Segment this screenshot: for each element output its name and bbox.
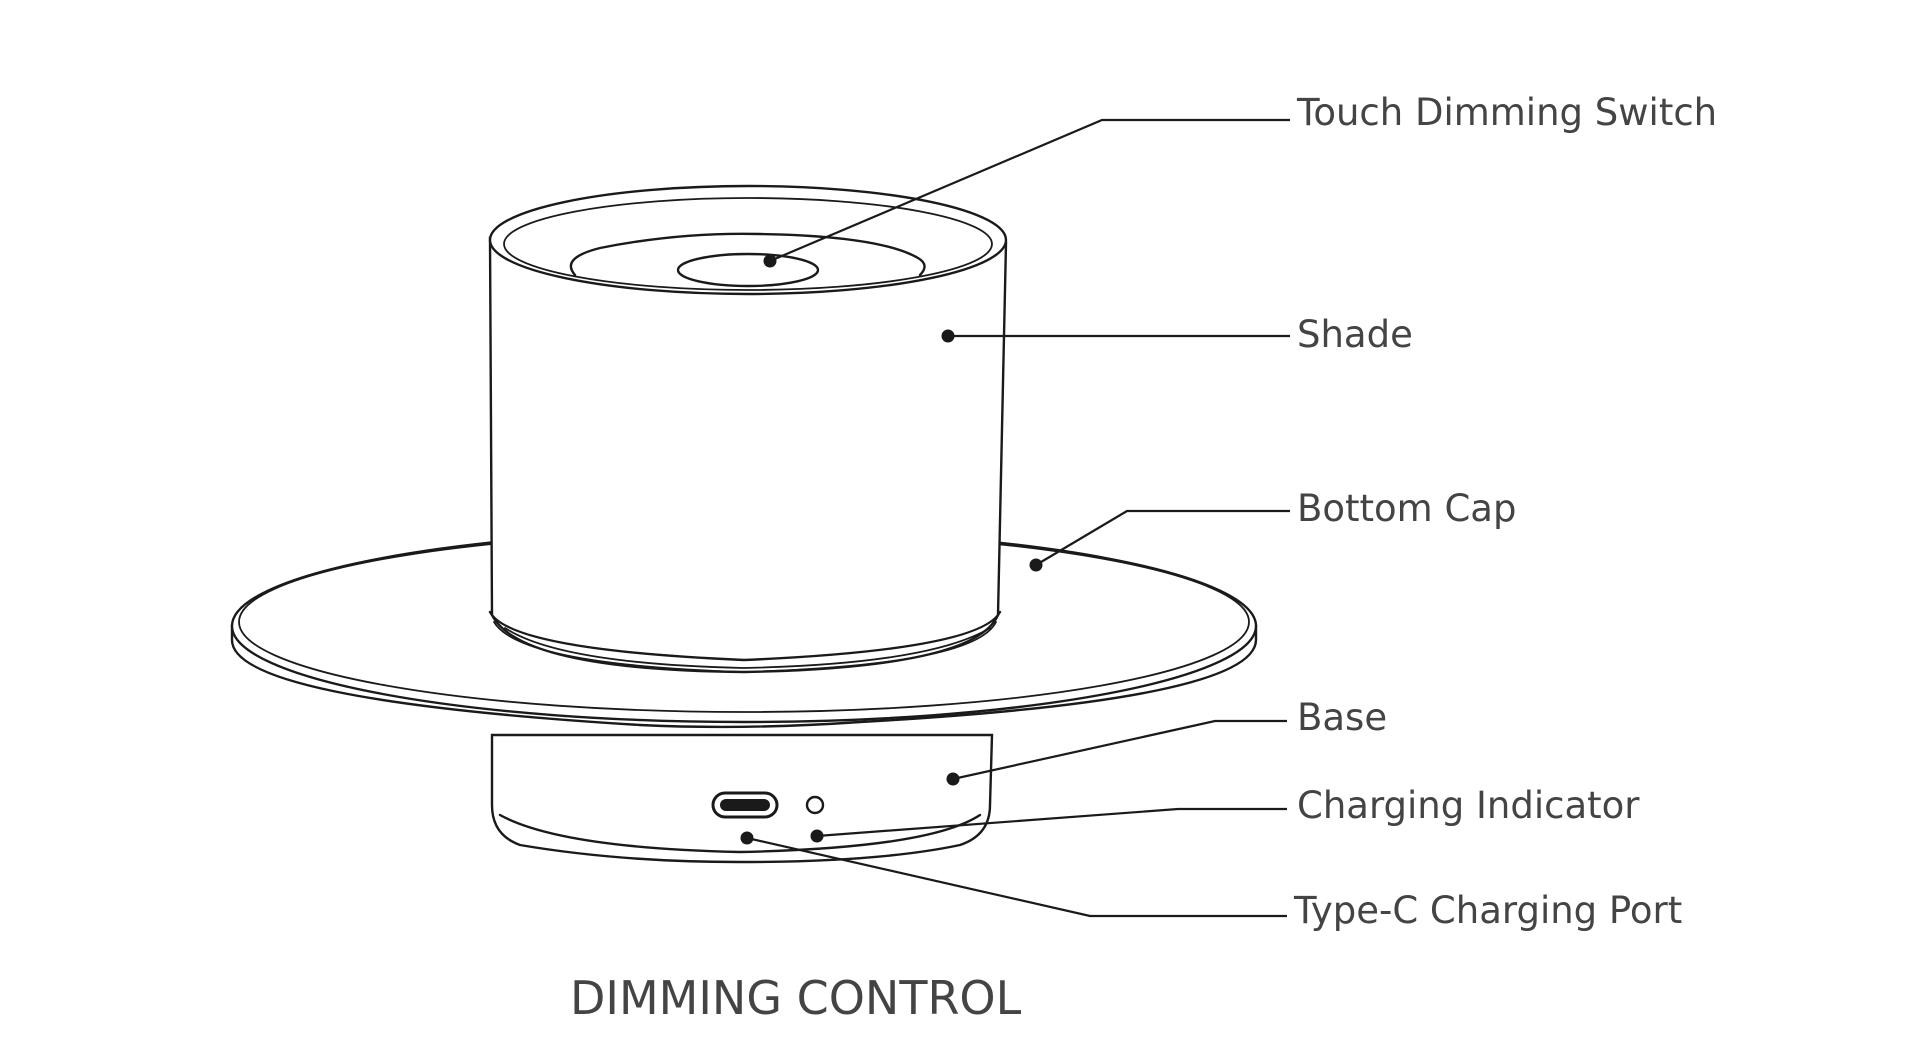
label-shade: Shade	[1297, 313, 1413, 356]
shade-body	[488, 184, 1008, 674]
type-c-port-icon	[711, 791, 779, 819]
label-touch-dimming-switch: Touch Dimming Switch	[1297, 91, 1718, 134]
leader-lines	[740, 118, 1290, 918]
label-bottom-cap: Bottom Cap	[1297, 487, 1517, 530]
diagram-caption: DIMMING CONTROL	[570, 971, 1022, 1025]
label-base: Base	[1297, 696, 1388, 739]
label-charging-indicator: Charging Indicator	[1297, 784, 1640, 827]
charging-indicator-icon	[805, 795, 825, 815]
label-type-c-charging-port: Type-C Charging Port	[1294, 889, 1683, 932]
base-plate	[230, 528, 1258, 729]
